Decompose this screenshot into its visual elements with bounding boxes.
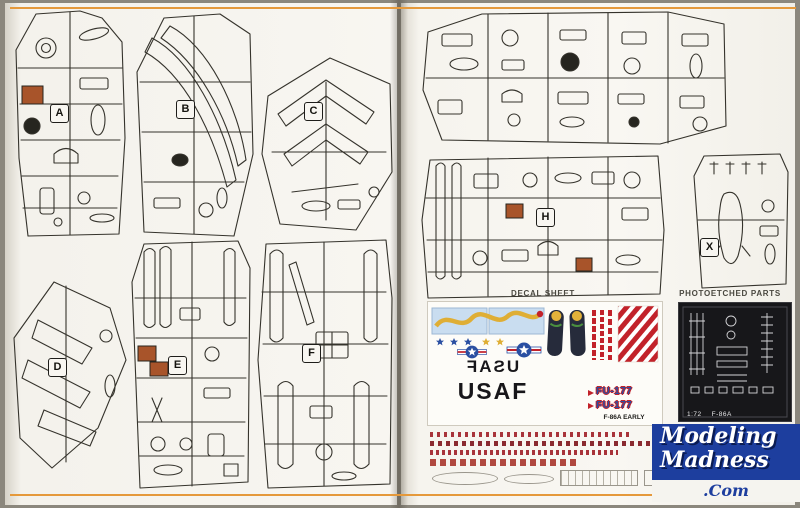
top-orange-rule	[10, 7, 796, 9]
sprue-f-drawing	[257, 239, 393, 489]
paint-callout	[575, 257, 593, 272]
logo-line-2: Madness	[660, 447, 769, 473]
decal-artwork	[431, 305, 659, 409]
decal-usaf: USAF	[457, 378, 529, 404]
photoetch-caption: 1:72 F-86A	[687, 411, 742, 418]
stencil-row	[430, 432, 630, 437]
sprue-badge-e: E	[168, 356, 187, 375]
stencil-outline-part	[432, 472, 498, 485]
decal-stars	[436, 338, 472, 346]
sprue-b-drawing	[136, 13, 254, 237]
decal-variant-label: F-86A EARLY	[603, 414, 645, 421]
sprue-badge-b: B	[176, 100, 195, 119]
sprue-badge-h: H	[536, 208, 555, 227]
tail-art	[569, 310, 586, 357]
stencil-row	[430, 441, 656, 446]
photoetch-model: F-86A	[711, 411, 732, 418]
dragon-motif	[434, 310, 542, 328]
stencil-outline-part	[504, 474, 554, 484]
sprue-x-drawing	[693, 153, 789, 289]
logo-line-1: Modeling	[660, 423, 777, 449]
sprue-g-drawing	[422, 11, 727, 145]
sprue-a-drawing	[15, 10, 126, 237]
national-insignia	[457, 345, 487, 359]
paint-callout	[149, 361, 169, 377]
logo-com-strip: .Com	[652, 480, 800, 502]
stencil-row	[430, 450, 618, 455]
paint-callout	[21, 85, 44, 105]
paint-callout	[505, 203, 524, 219]
stencil-outline-part	[560, 470, 638, 486]
decal-sheet: USAF USAF FU-177 FU-177 F-86A EARLY	[428, 302, 662, 425]
sprue-badge-x: X	[700, 238, 719, 257]
logo-line-3: .Com	[703, 481, 749, 500]
sprue-badge-c: C	[304, 102, 323, 121]
photoetch-fret: 1:72 F-86A	[678, 302, 792, 422]
photoetch-scale: 1:72	[687, 411, 702, 418]
stencil-row	[430, 459, 580, 466]
decal-code-fu177-1: FU-177	[596, 386, 633, 397]
stencil-decal-strip	[428, 430, 668, 488]
paint-callout	[137, 345, 157, 362]
decal-usaf-mirrored: USAF	[464, 357, 520, 376]
stripe-decals	[617, 305, 659, 363]
sprue-e-drawing	[131, 240, 251, 489]
national-insignia	[506, 342, 542, 358]
sprue-badge-f: F	[302, 344, 321, 363]
sprue-d-drawing	[13, 281, 127, 469]
page-gutter	[390, 0, 408, 508]
tail-art	[547, 309, 564, 356]
decal-sheet-title: DECAL SHEET	[510, 289, 575, 298]
decal-code-fu177-2: FU-177	[596, 400, 633, 411]
photoetch-parts-drawing	[682, 306, 788, 418]
sprue-badge-d: D	[48, 358, 67, 377]
modeling-madness-logo: Modeling Madness .Com	[652, 424, 800, 502]
photoetched-title: PHOTOETCHED PARTS	[679, 289, 781, 298]
bottom-orange-rule	[10, 494, 796, 496]
sprue-c-drawing	[261, 57, 393, 231]
sprue-h-drawing	[421, 155, 665, 299]
sprue-badge-a: A	[50, 104, 69, 123]
